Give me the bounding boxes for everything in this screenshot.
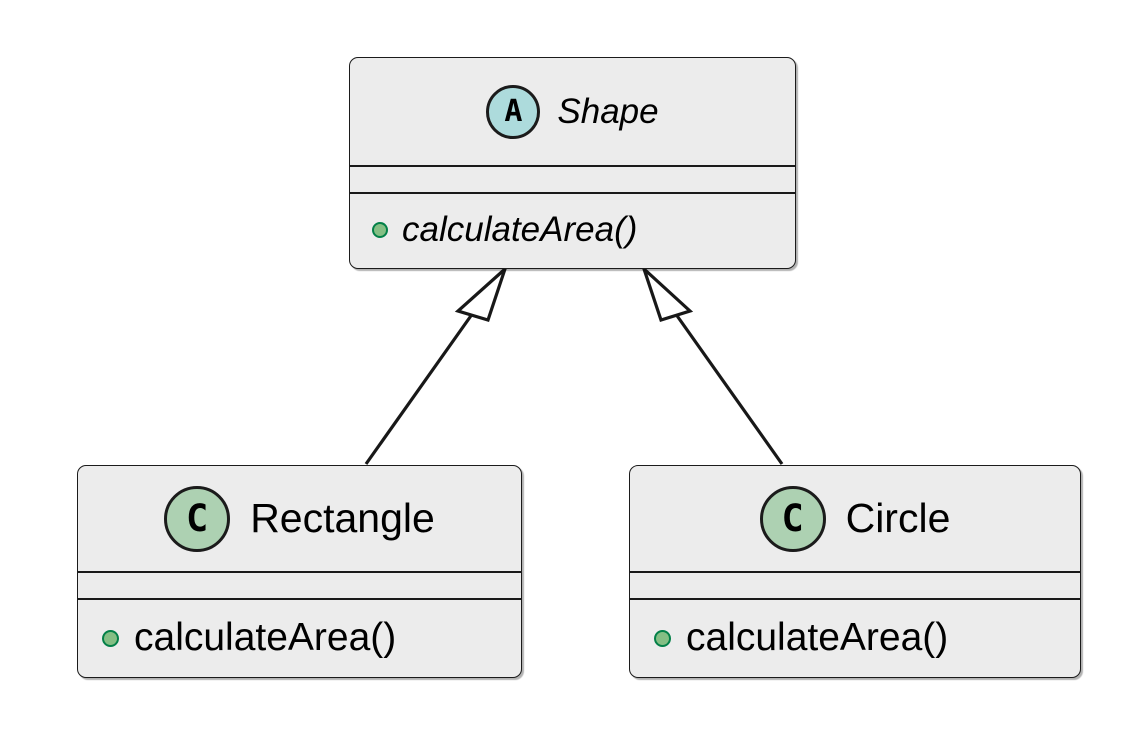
method-row[interactable]: calculateArea()	[102, 616, 396, 660]
badge-letter: A	[504, 93, 523, 129]
hollow-triangle-arrowhead-icon	[640, 263, 694, 322]
class-box-circle[interactable]: C Circle calculateArea()	[629, 465, 1081, 678]
generalization-line	[364, 302, 482, 465]
attributes-compartment-circle	[630, 573, 1080, 598]
compartment-divider-bottom	[78, 598, 521, 600]
methods-compartment-shape: calculateArea()	[350, 194, 795, 266]
abstract-class-badge-icon: A	[486, 84, 541, 139]
class-header-rectangle: C Rectangle	[78, 466, 521, 571]
class-badge-icon: C	[164, 485, 231, 552]
generalization-circle-to-shape[interactable]	[640, 263, 784, 465]
class-header-shape: A Shape	[350, 58, 795, 165]
class-name-shape: Shape	[557, 91, 659, 131]
method-row[interactable]: calculateArea()	[654, 616, 948, 660]
class-header-circle: C Circle	[630, 466, 1080, 571]
badge-letter: C	[781, 497, 804, 540]
compartment-divider-bottom	[350, 192, 795, 194]
compartment-divider-top	[630, 571, 1080, 573]
attributes-compartment-rectangle	[78, 573, 521, 598]
class-name-rectangle: Rectangle	[250, 495, 435, 541]
class-badge-icon: C	[759, 485, 826, 552]
methods-compartment-rectangle: calculateArea()	[78, 600, 521, 676]
method-row[interactable]: calculateArea()	[372, 210, 637, 250]
generalization-rectangle-to-shape[interactable]	[364, 263, 509, 465]
generalization-line	[666, 302, 784, 465]
attributes-compartment-shape	[350, 167, 795, 192]
compartment-divider-top	[350, 165, 795, 167]
method-label: calculateArea()	[686, 616, 949, 659]
hollow-triangle-arrowhead-icon	[454, 263, 509, 322]
public-visibility-icon	[102, 629, 119, 647]
method-label: calculateArea()	[134, 616, 397, 659]
badge-letter: C	[186, 497, 209, 540]
class-box-rectangle[interactable]: C Rectangle calculateArea()	[77, 465, 522, 678]
class-name-circle: Circle	[845, 495, 951, 541]
class-box-shape[interactable]: A Shape calculateArea()	[349, 57, 796, 269]
public-visibility-icon	[372, 222, 388, 238]
compartment-divider-bottom	[630, 598, 1080, 600]
method-label: calculateArea()	[402, 210, 638, 249]
methods-compartment-circle: calculateArea()	[630, 600, 1080, 676]
compartment-divider-top	[78, 571, 521, 573]
public-visibility-icon	[654, 629, 671, 647]
